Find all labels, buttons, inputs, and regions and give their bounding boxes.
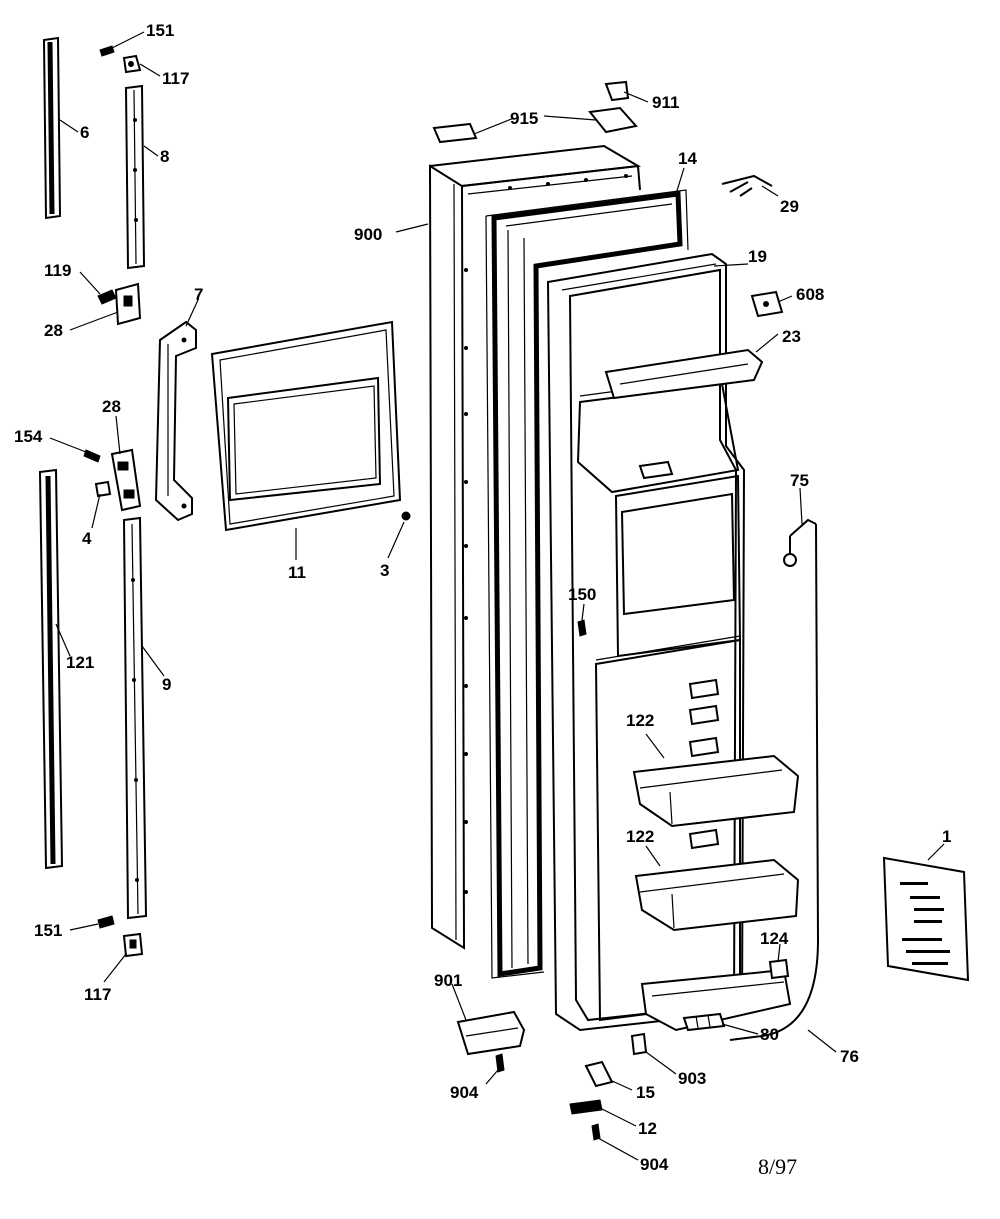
label-29: 29 xyxy=(780,197,799,216)
part-28-hinge-upper xyxy=(114,282,142,326)
part-608-switch xyxy=(750,290,784,318)
label-150: 150 xyxy=(568,585,596,604)
part-121-trim-strip xyxy=(38,468,64,870)
label-151-top: 151 xyxy=(146,21,174,40)
part-labels: 151 117 6 8 119 28 7 28 154 4 11 3 121 9… xyxy=(14,21,951,1179)
label-75: 75 xyxy=(790,471,809,490)
part-28-hinge-lower xyxy=(110,448,142,512)
part-80-clamp xyxy=(682,1012,726,1032)
part-9-hinge-strip xyxy=(122,516,148,920)
label-23: 23 xyxy=(782,327,801,346)
part-154-screw xyxy=(83,449,101,463)
label-76: 76 xyxy=(840,1047,859,1066)
label-19: 19 xyxy=(748,247,767,266)
label-4: 4 xyxy=(82,529,92,548)
part-151-screw-top xyxy=(99,45,115,57)
part-150-screw xyxy=(577,619,587,637)
label-900: 900 xyxy=(354,225,382,244)
part-76-water-tube xyxy=(729,523,820,1041)
part-6-trim-strip xyxy=(42,36,62,220)
leader-lines xyxy=(49,31,945,1161)
part-151-screw-bottom xyxy=(97,915,115,929)
part-117-cap-bottom xyxy=(122,932,144,958)
label-154: 154 xyxy=(14,427,43,446)
part-122-bin-upper xyxy=(632,754,800,828)
label-901: 901 xyxy=(434,971,462,990)
part-23-shelf xyxy=(604,348,764,400)
label-904-right: 904 xyxy=(640,1155,669,1174)
part-900-door-shell xyxy=(428,144,642,950)
part-15-bracket xyxy=(584,1060,614,1088)
label-608: 608 xyxy=(796,285,824,304)
part-75-tube-fitting xyxy=(783,518,817,567)
label-12: 12 xyxy=(638,1119,657,1138)
label-122-lower: 122 xyxy=(626,827,654,846)
date-code: 8/97 xyxy=(758,1154,797,1179)
label-911: 911 xyxy=(652,93,679,112)
label-124: 124 xyxy=(760,929,789,948)
part-11-panel-frame xyxy=(210,320,402,532)
label-8: 8 xyxy=(160,147,169,166)
part-29-wire-harness xyxy=(721,174,773,197)
label-14: 14 xyxy=(678,149,697,168)
label-117-bottom: 117 xyxy=(84,985,111,1004)
part-4-bushing xyxy=(94,480,112,498)
label-9: 9 xyxy=(162,675,171,694)
part-12-hinge-pin xyxy=(569,1099,603,1115)
label-6: 6 xyxy=(80,123,89,142)
label-15: 15 xyxy=(636,1083,655,1102)
label-904-left: 904 xyxy=(450,1083,479,1102)
label-7: 7 xyxy=(194,285,203,304)
label-117-top: 117 xyxy=(162,69,189,88)
part-901-cover xyxy=(456,1010,526,1056)
part-119-screw xyxy=(97,289,117,305)
label-1: 1 xyxy=(942,827,951,846)
label-28-upper: 28 xyxy=(44,321,63,340)
part-117-cap-top xyxy=(122,54,142,74)
part-1-manual xyxy=(882,856,970,982)
liner-clips xyxy=(688,678,720,850)
part-911-plug xyxy=(604,80,630,102)
label-3: 3 xyxy=(380,561,389,580)
label-121: 121 xyxy=(66,653,94,672)
part-122-bin-lower xyxy=(634,858,800,932)
part-8-hinge-strip xyxy=(124,84,146,270)
part-14-gasket xyxy=(485,189,689,979)
part-904-screw-right xyxy=(591,1123,601,1141)
label-11: 11 xyxy=(288,563,306,582)
label-903: 903 xyxy=(678,1069,706,1088)
label-915: 915 xyxy=(510,109,538,128)
part-3-button xyxy=(401,511,411,521)
label-80: 80 xyxy=(760,1025,779,1044)
part-904-screw-left xyxy=(495,1053,505,1073)
label-28-lower: 28 xyxy=(102,397,121,416)
label-119: 119 xyxy=(44,261,71,280)
part-124-bin-bottom xyxy=(640,958,792,1032)
label-151-bottom: 151 xyxy=(34,921,62,940)
part-915-bracket xyxy=(432,106,638,144)
part-903-fitting xyxy=(630,1032,648,1056)
label-122-upper: 122 xyxy=(626,711,654,730)
part-7-handle xyxy=(154,320,197,522)
